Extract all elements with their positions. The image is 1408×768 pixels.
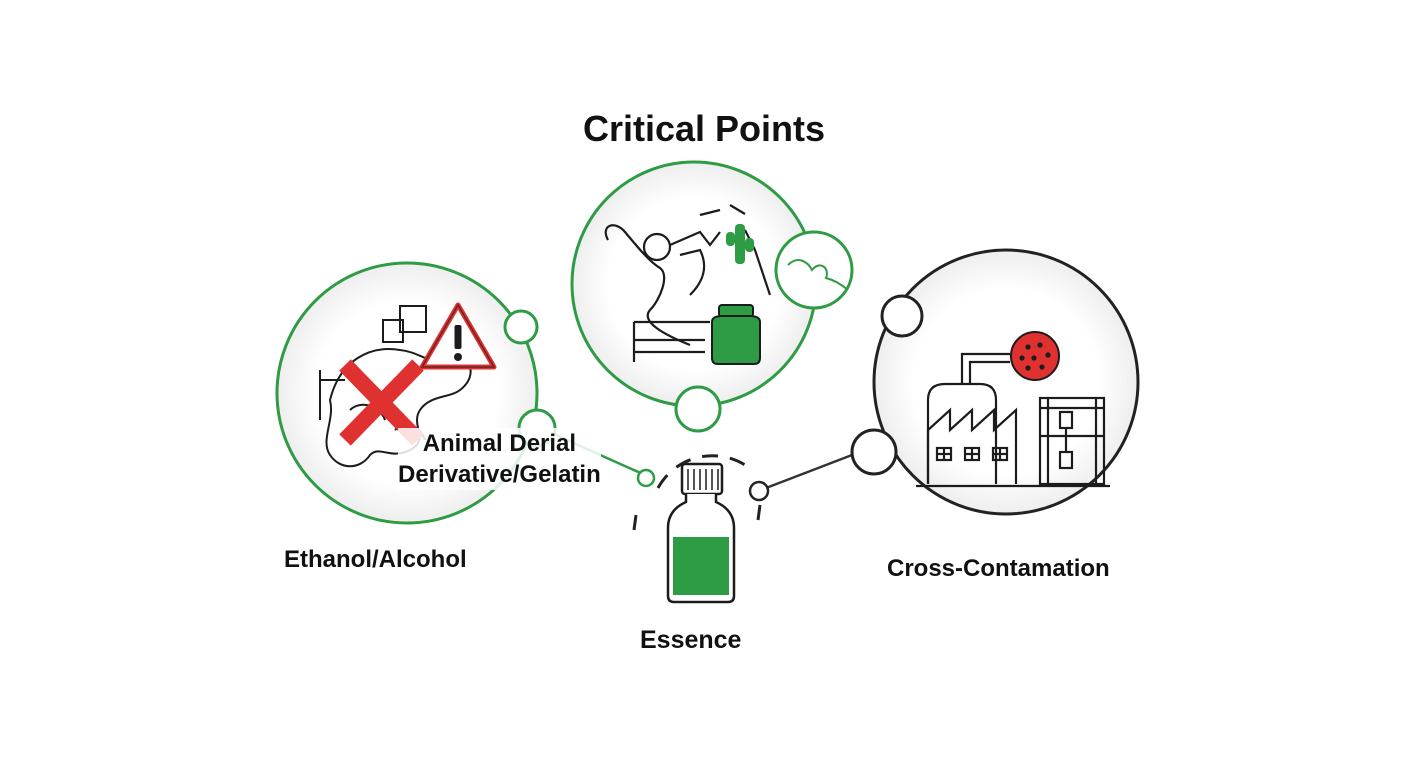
essence-label: Essence [640,626,742,654]
diagram-title: Critical Points [582,108,826,149]
cross-satellite-dot [880,294,924,338]
essence-halo [656,454,753,489]
animal-source-icon [604,204,772,362]
connector-essence-cross [765,453,853,490]
contaminant-particle-icon [1010,331,1060,381]
cross-mark-icon [339,359,424,446]
warning-triangle-icon [419,302,497,370]
animal-label: Animal Derial Derivative/Gelatin [398,428,601,490]
plant-sprig-icon [726,224,754,264]
essence-left-dot [636,468,656,488]
animal-node [570,160,854,433]
essence-right-dot [748,480,770,502]
animal-label-line2: Derivative/Gelatin [398,461,601,488]
animal-label-line1: Animal Derial [422,430,577,457]
essence-halo-lower-right [756,504,762,521]
cross-node [850,248,1140,516]
green-jar-icon [711,304,761,365]
cross-contamination-label: Cross-Contamation [887,555,1110,582]
cross-satellite-dot-lower [850,428,898,476]
essence-bottle-icon [636,462,770,604]
leaf-sketch-icon [787,259,849,291]
animal-satellite-bubble [774,230,854,310]
ethanol-label: Ethanol/Alcohol [284,546,467,573]
ethanol-satellite-dot [503,309,539,345]
factory-icon [916,352,1110,488]
cross-bubble [872,248,1140,516]
essence-halo-lower [632,514,638,531]
animal-satellite-dot [674,385,722,433]
